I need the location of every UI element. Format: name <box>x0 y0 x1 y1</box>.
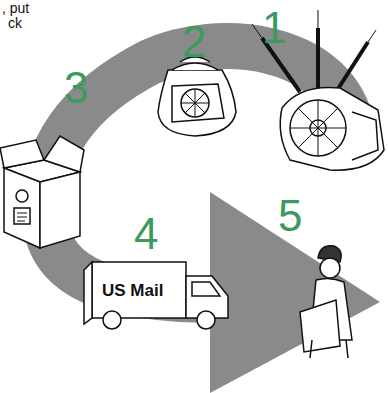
callout-number: 5 <box>278 194 302 238</box>
mail-carrier <box>300 246 352 358</box>
cut-off-note: , put <box>2 1 29 15</box>
callout-number: 1 <box>262 6 286 50</box>
callout-number: 4 <box>134 212 158 256</box>
callout-number: 2 <box>182 20 206 64</box>
sealed-bag <box>158 57 236 136</box>
shipping-box <box>0 136 84 248</box>
callout-number: 3 <box>64 66 88 110</box>
flow-arrowhead <box>210 192 380 393</box>
mail-truck <box>84 262 228 329</box>
cut-off-note: ck <box>8 16 22 30</box>
truck-lettering: US Mail <box>102 282 163 299</box>
